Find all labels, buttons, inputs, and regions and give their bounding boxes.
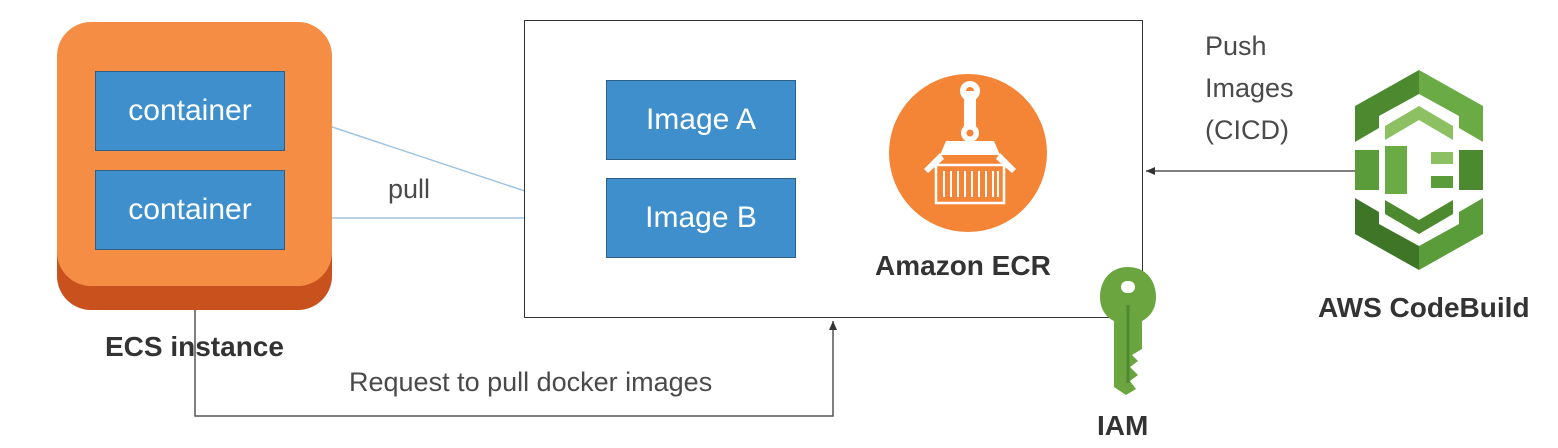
push-label-line-2: Images <box>1205 73 1294 103</box>
ecs-instance-label: ECS instance <box>105 331 284 362</box>
push-label-line-3: (CICD) <box>1205 115 1289 145</box>
codebuild-icon <box>1355 70 1483 270</box>
image-a-box: Image A <box>606 80 796 160</box>
image-b-box: Image B <box>606 178 796 258</box>
iam-label: IAM <box>1097 410 1149 441</box>
push-label-line-1: Push <box>1205 31 1267 61</box>
container-box-2: container <box>95 170 285 250</box>
iam-key-icon <box>1100 267 1156 395</box>
amazon-ecr-label: Amazon ECR <box>875 250 1051 281</box>
aws-codebuild-label: AWS CodeBuild <box>1318 292 1530 323</box>
container-box-1: container <box>95 71 285 151</box>
pull-label: pull <box>388 174 431 204</box>
request-arrow <box>194 296 837 417</box>
ecr-robot-arm-icon <box>889 74 1047 232</box>
request-label: Request to pull docker images <box>349 367 713 397</box>
